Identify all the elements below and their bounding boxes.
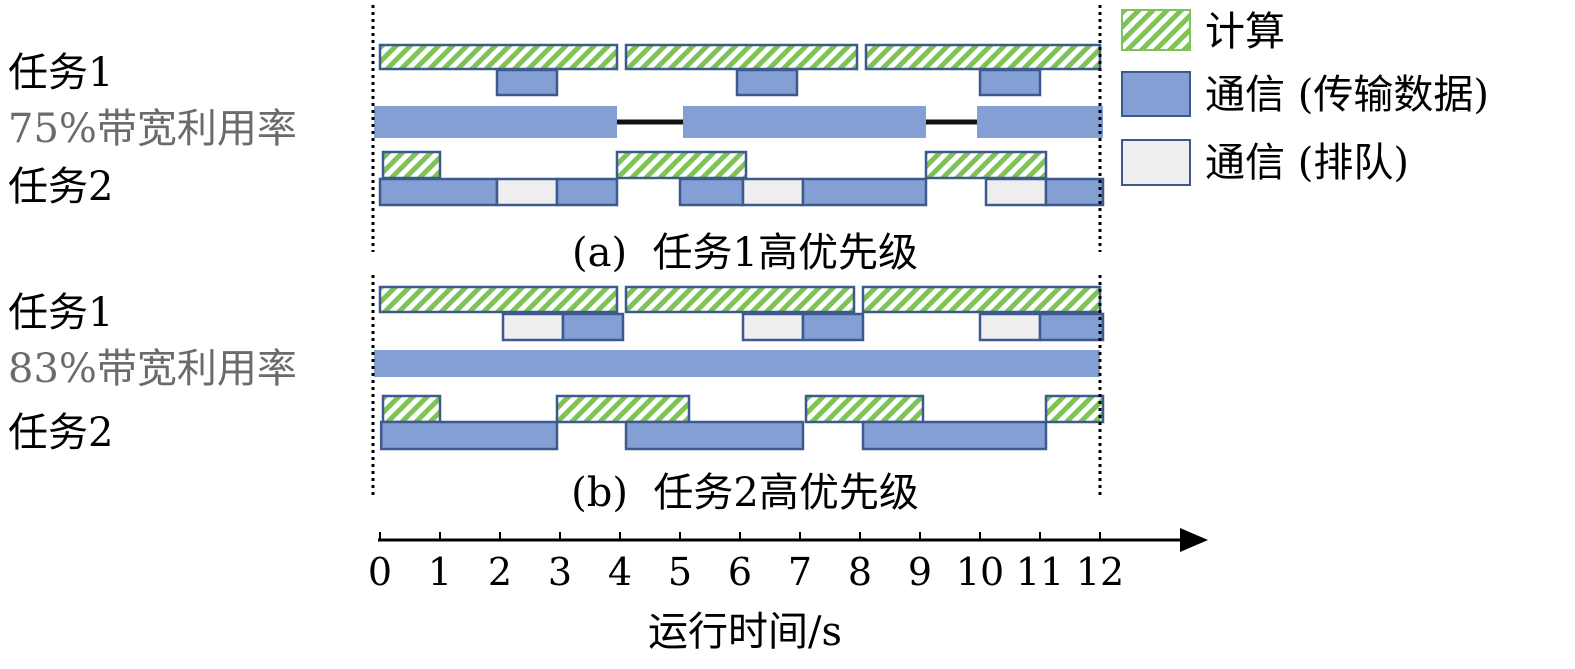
axis-tick-label: 9 [908, 550, 932, 594]
task1-comm-a [978, 68, 1042, 97]
task2-label-a: 任务2 [8, 164, 113, 210]
caption-a: (a) 任务1高优先级 [572, 230, 918, 276]
task2-comm-a [378, 177, 499, 207]
task2-compute-b [381, 394, 442, 424]
task1-queue-b [501, 312, 565, 342]
axis-tick-label: 11 [1016, 550, 1064, 594]
task2-compute-a [924, 150, 1048, 180]
axis-tick-label: 1 [428, 550, 452, 594]
task1-comm-a [495, 68, 559, 97]
task1-label-a: 任务1 [8, 50, 113, 96]
task1-compute-a [624, 43, 859, 71]
task1-compute-b [624, 285, 856, 314]
axis-tick-label: 0 [368, 550, 392, 594]
bandwidth-bar-b [374, 350, 1100, 377]
axis-tick-label: 3 [548, 550, 572, 594]
task1-queue-b [741, 312, 805, 342]
task1-comm-b [1038, 312, 1105, 342]
task2-queue-a [741, 177, 805, 207]
task2-comm-b [861, 420, 1048, 451]
axis-tick-label: 2 [488, 550, 512, 594]
x-axis-label: 运行时间/s [648, 609, 842, 655]
util-label-a: 75%带宽利用率 [8, 106, 297, 152]
task1-comm-a [735, 68, 799, 97]
task1-queue-b [978, 312, 1042, 342]
axis-tick-label: 7 [788, 550, 812, 594]
task2-label-b: 任务2 [8, 410, 113, 456]
axis-tick-label: 6 [728, 550, 752, 594]
legend-queue-label: 通信 (排队) [1205, 140, 1409, 186]
axis-tick-label: 12 [1076, 550, 1124, 594]
task2-queue-a [495, 177, 559, 207]
legend-comm-swatch [1121, 71, 1191, 117]
axis-tick-label: 5 [668, 550, 692, 594]
axis-tick-label: 10 [956, 550, 1004, 594]
legend-compute-swatch [1121, 9, 1191, 51]
task1-comm-b [561, 312, 625, 342]
task2-comm-b [379, 420, 559, 451]
task1-compute-a [864, 43, 1102, 71]
task1-comm-b [801, 312, 865, 342]
task1-compute-b [378, 285, 619, 314]
task2-comm-b [624, 420, 805, 451]
legend-queue-swatch [1121, 139, 1191, 186]
task2-comm-a [678, 177, 745, 207]
task2-compute-b [804, 394, 925, 424]
task1-compute-b [861, 285, 1102, 314]
axis-tick-label: 4 [608, 550, 632, 594]
task2-comm-a [555, 177, 619, 207]
task2-comm-a [801, 177, 928, 207]
task2-compute-a [615, 150, 748, 180]
task2-compute-b [1044, 394, 1105, 424]
task1-compute-a [378, 43, 619, 71]
axis-tick-label: 8 [848, 550, 872, 594]
task2-comm-a [1044, 177, 1105, 207]
task2-compute-a [381, 150, 442, 180]
task2-compute-b [555, 394, 691, 424]
task2-queue-a [984, 177, 1048, 207]
util-label-b: 83%带宽利用率 [8, 346, 297, 392]
bandwidth-bar-a [683, 106, 926, 138]
legend-compute-label: 计算 [1205, 9, 1285, 55]
legend-comm-label: 通信 (传输数据) [1205, 72, 1489, 118]
bandwidth-bar-a [374, 106, 617, 138]
axis-arrow-icon [1180, 528, 1208, 552]
bandwidth-bar-a [977, 106, 1103, 138]
caption-b: (b) 任务2高优先级 [571, 470, 919, 516]
task1-label-b: 任务1 [8, 290, 113, 336]
